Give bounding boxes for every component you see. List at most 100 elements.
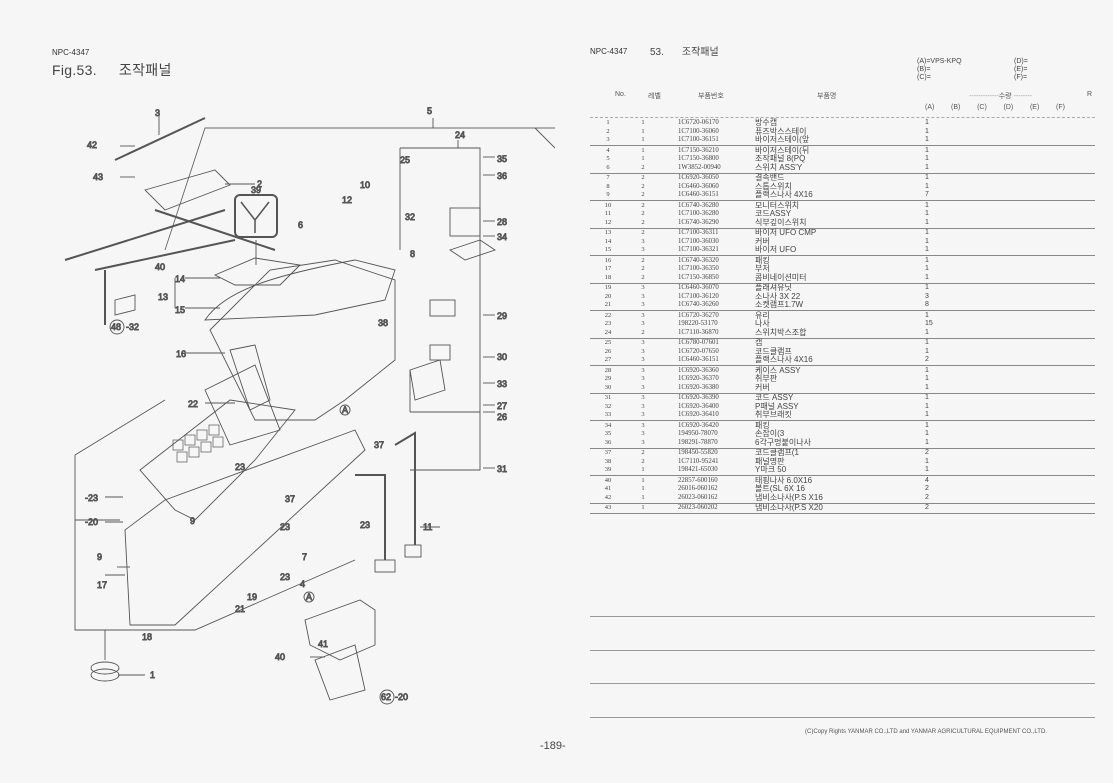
group-separator: [590, 310, 1095, 311]
part-no-cell: 19: [604, 284, 612, 291]
svg-text:18: 18: [142, 632, 152, 642]
variant-f: (F)=: [1014, 74, 1028, 81]
exploded-parts-diagram: 3 5 24 25 35 36 42 43 2 10 12 39 6 32 28…: [55, 100, 595, 720]
qty-a-cell: 7: [925, 191, 929, 198]
level-cell: 2: [641, 210, 645, 217]
part-name-cell: P패널 ASSY: [755, 401, 799, 411]
level-cell: 1: [641, 493, 645, 501]
level-cell: 2: [641, 174, 645, 181]
part-name-cell: 코드 ASSY: [755, 393, 794, 402]
level-cell: 2: [641, 457, 645, 465]
part-name-cell: 소켓램프1.7W: [755, 300, 804, 309]
part-no-cell: 13: [604, 229, 612, 236]
part-name-cell: Y마크 50: [755, 465, 787, 474]
header-quantity: - - - - - - - - - - - - - 수량 - - - - - -…: [969, 93, 1032, 100]
qty-a-cell: 8: [925, 301, 929, 308]
qty-a-cell: 1: [925, 402, 929, 410]
part-number-cell: 1C6920-36380: [678, 383, 719, 391]
qty-a-cell: 1: [925, 218, 929, 226]
part-number-cell: 1C7100-36311: [678, 229, 719, 236]
svg-text:37: 37: [285, 494, 295, 504]
part-no-cell: 25: [604, 339, 612, 346]
svg-text:8: 8: [410, 249, 415, 259]
part-no-cell: 34: [604, 421, 612, 429]
group-separator: [590, 227, 1095, 229]
part-number-cell: 1C7150-36800: [678, 155, 719, 162]
part-name-cell: 부저: [755, 264, 770, 273]
part-name-cell: 코드ASSY: [755, 209, 792, 218]
part-no-cell: 38: [604, 457, 612, 465]
svg-text:11: 11: [423, 522, 432, 532]
part-no-cell: 8: [606, 182, 610, 190]
qty-a-cell: 1: [925, 237, 929, 245]
level-cell: 3: [641, 383, 645, 391]
level-cell: 3: [641, 237, 645, 245]
svg-text:-23: -23: [85, 493, 98, 503]
part-name-cell: 조작패널 8(PQ: [755, 154, 806, 163]
part-number-cell: 1C7100-36280: [678, 210, 719, 217]
variant-e: (E)=: [1014, 66, 1028, 73]
level-cell: 3: [641, 301, 645, 308]
part-number-cell: 1C7150-36850: [678, 273, 719, 281]
variant-legend-left: (A)=VPS-KPQ (B)= (C)=: [917, 58, 962, 82]
part-number-cell: 1C7100-36060: [678, 127, 719, 135]
part-name-cell: 결속밴드: [755, 173, 785, 182]
part-number-cell: 1C7110-95241: [678, 457, 719, 465]
svg-text:-20: -20: [85, 517, 98, 527]
part-number-cell: 194950-78070: [678, 430, 718, 437]
part-no-cell: 39: [604, 466, 612, 473]
group-separator: [590, 365, 1095, 366]
part-no-cell: 16: [604, 256, 612, 264]
svg-text:19: 19: [247, 592, 257, 602]
svg-text:42: 42: [87, 140, 97, 150]
part-name-cell: 바이저스테이(앞: [755, 135, 810, 144]
qty-a-cell: 2: [925, 449, 929, 456]
svg-text:2: 2: [257, 179, 262, 189]
part-number-cell: 1C6920-36050: [678, 174, 719, 181]
part-name-cell: 케이스 ASSY: [755, 365, 801, 375]
part-no-cell: 31: [604, 394, 612, 401]
part-no-cell: 22: [604, 311, 612, 319]
part-name-cell: 커버: [755, 236, 770, 246]
part-no-cell: 4: [606, 146, 610, 154]
svg-text:62: 62: [381, 692, 391, 702]
part-name-cell: 패킹: [755, 255, 770, 265]
qty-a-cell: 1: [925, 438, 929, 446]
qty-col-a: (A): [925, 104, 935, 111]
section-number: 53.: [650, 47, 664, 58]
level-cell: 1: [641, 466, 645, 473]
svg-text:32: 32: [405, 212, 415, 222]
svg-text:22: 22: [188, 399, 198, 409]
part-number-cell: 26023-060202: [678, 504, 718, 511]
part-no-cell: 35: [604, 430, 612, 437]
part-name-cell: 유리: [755, 310, 770, 320]
part-no-cell: 42: [604, 493, 612, 501]
part-no-cell: 26: [604, 347, 612, 355]
part-number-cell: 1C6720-07650: [678, 347, 719, 355]
svg-text:37: 37: [374, 440, 384, 450]
part-number-cell: 1C6740-36290: [678, 218, 719, 226]
group-separator: [590, 200, 1095, 201]
svg-text:39: 39: [251, 185, 261, 195]
part-name-cell: 플랙스나사 4X16: [755, 355, 813, 364]
svg-text:9: 9: [190, 516, 195, 526]
svg-text:40: 40: [275, 652, 285, 662]
svg-text:6: 6: [298, 220, 303, 230]
part-name-cell: 캡: [755, 338, 763, 347]
level-cell: 1: [641, 476, 645, 484]
level-cell: 2: [641, 265, 645, 272]
qty-a-cell: 1: [925, 284, 929, 291]
